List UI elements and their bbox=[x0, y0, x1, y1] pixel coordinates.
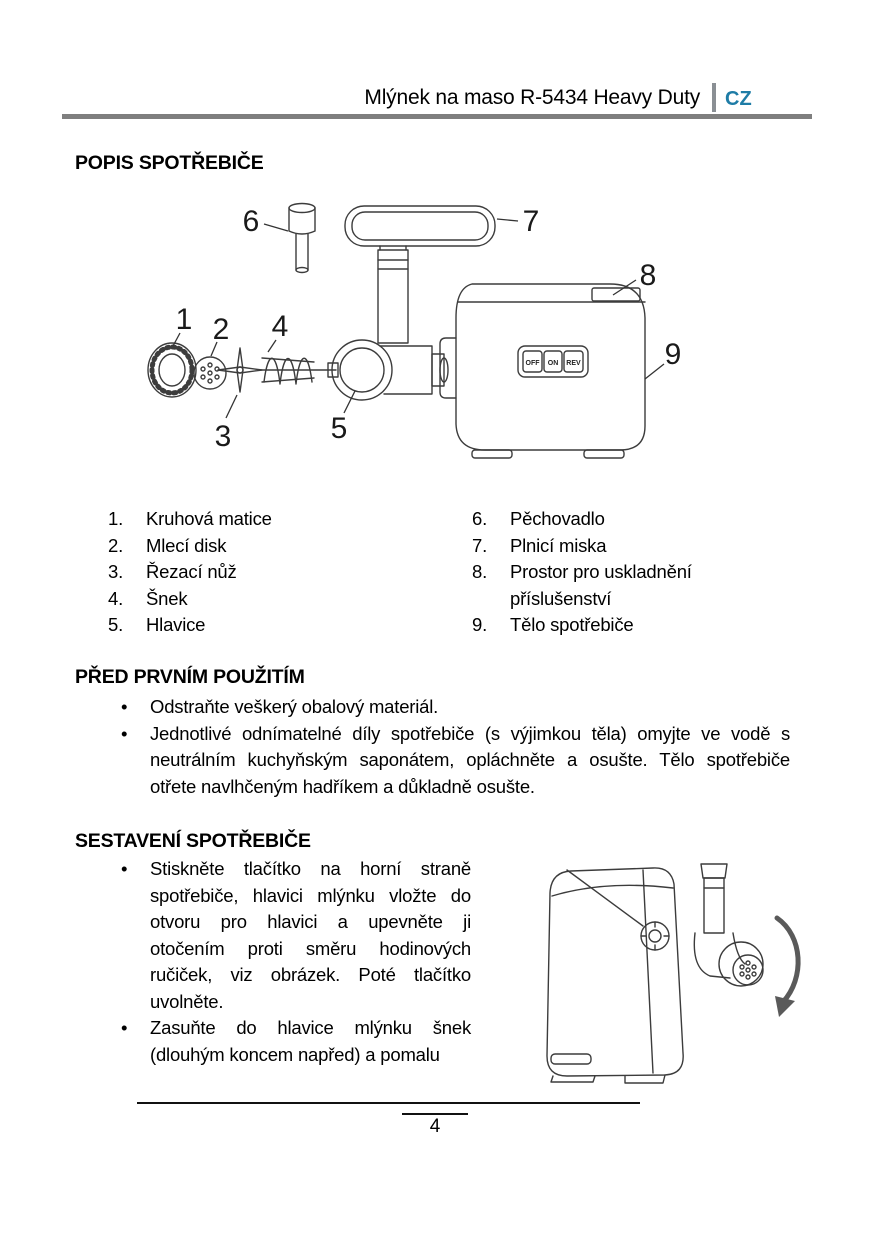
part-label: Pěchovadlo bbox=[510, 508, 605, 529]
section-heading-sestaveni: SESTAVENÍ SPOTŘEBIČE bbox=[75, 830, 311, 852]
header-divider bbox=[712, 83, 716, 112]
callout-number-7: 7 bbox=[523, 205, 540, 238]
part-number: 6. bbox=[472, 508, 488, 529]
callout-leader-lines bbox=[172, 218, 665, 419]
parts-list-left: 1. Kruhová matice 2. Mlecí disk 3. Řezac… bbox=[108, 506, 438, 639]
part-label: Kruhová matice bbox=[146, 508, 272, 529]
parts-list-item: 6. Pěchovadlo bbox=[472, 506, 812, 533]
parts-list-item: 3. Řezací nůž bbox=[108, 559, 438, 586]
parts-list-right: 6. Pěchovadlo 7. Plnicí miska 8. Prostor… bbox=[472, 506, 812, 639]
bullet-paragraph: Stiskněte tlačítko na horní straně spotř… bbox=[75, 856, 471, 1015]
section-heading-pred: PŘED PRVNÍM POUŽITÍM bbox=[75, 666, 305, 688]
part-label: Prostor pro uskladnění příslušenství bbox=[510, 561, 692, 609]
callout-number-1: 1 bbox=[176, 303, 193, 336]
part-number: 5. bbox=[108, 614, 124, 635]
rev-button-label: REV bbox=[566, 360, 581, 367]
assembly-drawing bbox=[546, 863, 764, 1084]
part-number: 7. bbox=[472, 534, 488, 556]
bullet-paragraph: Jednotlivé odnímatelné díly spotřebiče (… bbox=[75, 721, 790, 801]
footer-rule-short bbox=[402, 1113, 468, 1115]
callout-number-8: 8 bbox=[640, 259, 657, 292]
bullet-paragraph: Zasuňte do hlavice mlýnku šnek (dlouhým … bbox=[75, 1015, 471, 1068]
part-number: 2. bbox=[108, 534, 124, 556]
callout-number-5: 5 bbox=[331, 412, 348, 445]
section-heading-popis: POPIS SPOTŘEBIČE bbox=[75, 152, 264, 174]
footer-rule-long bbox=[137, 1102, 640, 1104]
rotation-arrow bbox=[774, 915, 801, 1017]
parts-list-item: 4. Šnek bbox=[108, 586, 438, 613]
part-label: Tělo spotřebiče bbox=[510, 614, 634, 635]
off-button-label: OFF bbox=[526, 360, 541, 367]
on-button-label: ON bbox=[548, 360, 559, 367]
parts-list-item: 5. Hlavice bbox=[108, 612, 438, 639]
part-label: Řezací nůž bbox=[146, 561, 237, 582]
appliance-exploded-diagram: 1 2 3 4 5 6 7 8 9 OFF ON REV bbox=[147, 202, 682, 459]
part-label: Hlavice bbox=[146, 614, 206, 635]
part-number: 9. bbox=[472, 614, 488, 635]
part-label: Šnek bbox=[146, 587, 188, 609]
callout-number-6: 6 bbox=[243, 205, 260, 238]
callout-number-2: 2 bbox=[213, 313, 230, 346]
part-label: Plnicí miska bbox=[510, 534, 607, 556]
parts-list-item: 8. Prostor pro uskladnění příslušenství bbox=[472, 559, 812, 612]
document-title: Mlýnek na maso R-5434 Heavy Duty bbox=[364, 86, 700, 109]
header-rule bbox=[62, 114, 812, 119]
sestaveni-bullet-list: Stiskněte tlačítko na horní straně spotř… bbox=[75, 856, 471, 1068]
part-label: Mlecí disk bbox=[146, 534, 227, 556]
assembly-diagram bbox=[546, 863, 801, 1084]
parts-list-item: 9. Tělo spotřebiče bbox=[472, 612, 812, 639]
part-number: 8. bbox=[472, 561, 488, 582]
callout-number-3: 3 bbox=[215, 420, 232, 453]
parts-list-item: 1. Kruhová matice bbox=[108, 506, 438, 533]
callout-number-9: 9 bbox=[665, 338, 682, 371]
callout-number-4: 4 bbox=[272, 310, 289, 343]
parts-list-item: 2. Mlecí disk bbox=[108, 533, 438, 560]
parts-list-item: 7. Plnicí miska bbox=[472, 533, 812, 560]
part-number: 4. bbox=[108, 587, 124, 609]
page-number: 4 bbox=[429, 1116, 441, 1137]
exploded-drawing bbox=[147, 202, 646, 459]
part-number: 3. bbox=[108, 561, 124, 582]
pred-bullet-list: Odstraňte veškerý obalový materiál. Jedn… bbox=[75, 694, 790, 800]
part-number: 1. bbox=[108, 508, 124, 529]
language-badge: CZ bbox=[725, 88, 752, 110]
bullet-paragraph: Odstraňte veškerý obalový materiál. bbox=[75, 694, 790, 721]
